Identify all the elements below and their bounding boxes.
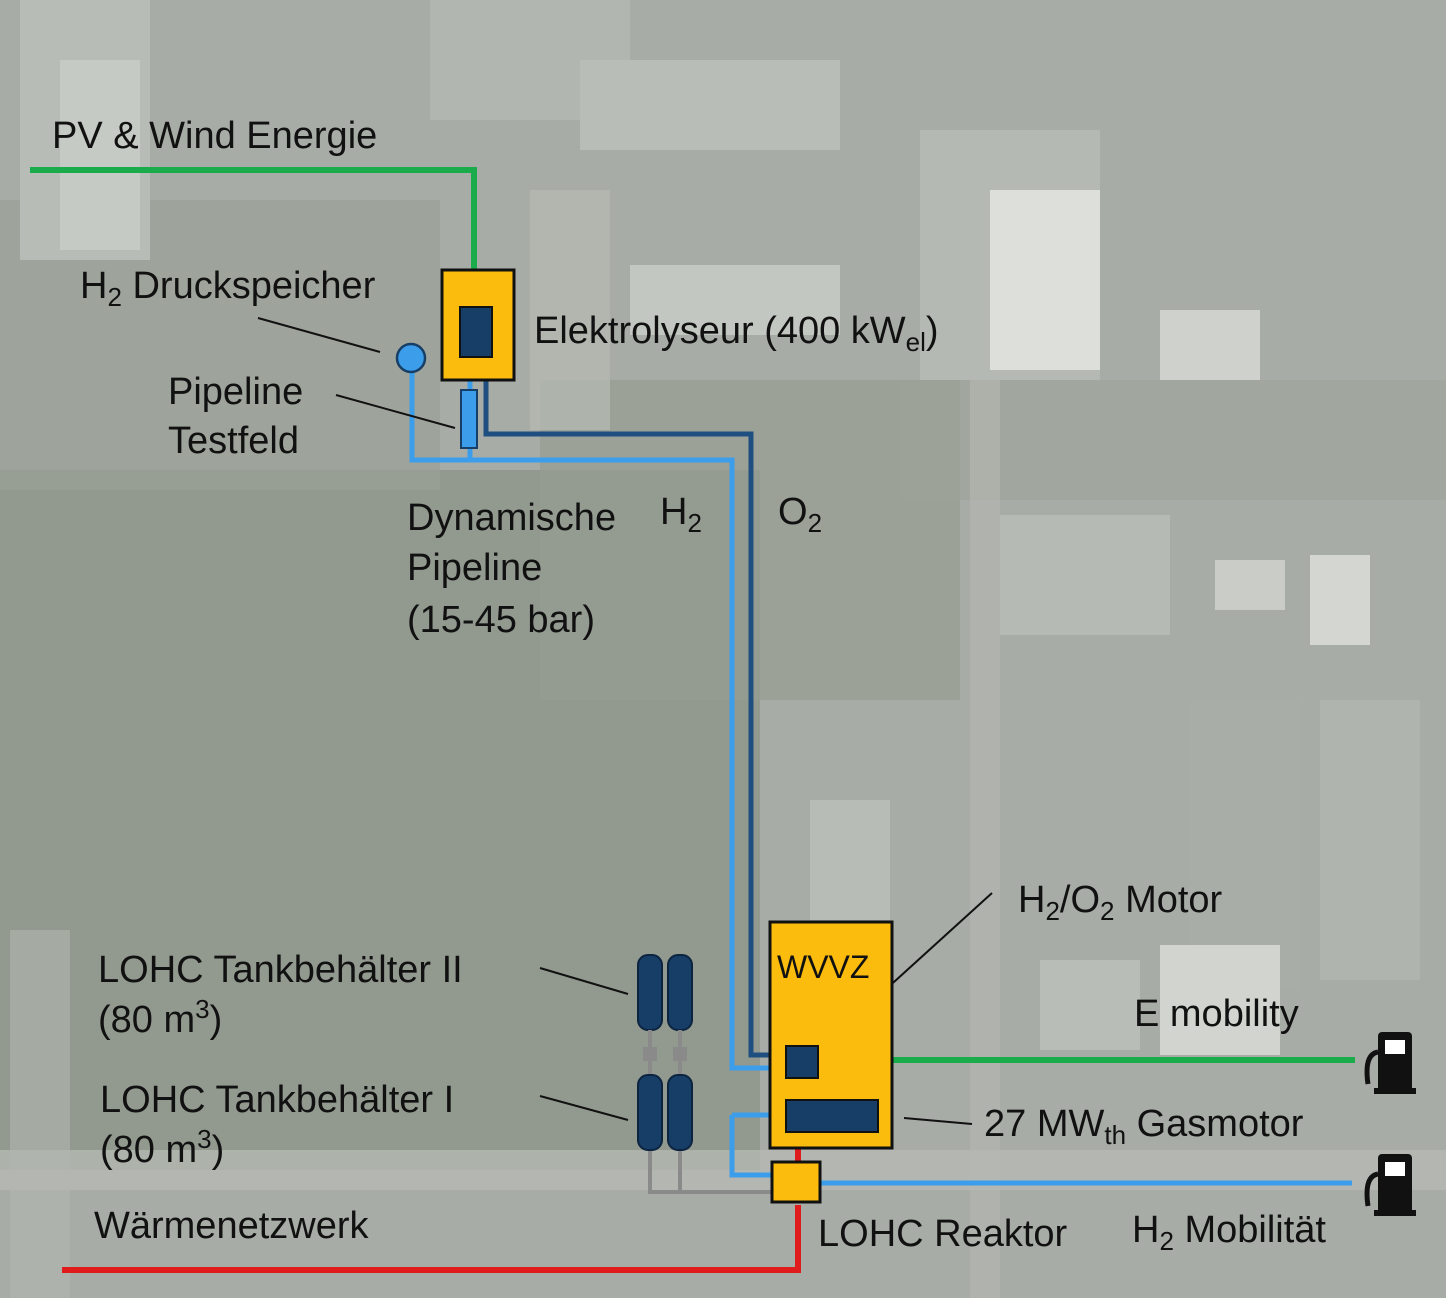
label-h2-line: H2 bbox=[660, 491, 702, 538]
h2-o2-motor-box bbox=[785, 1045, 819, 1079]
label-o2-line: O2 bbox=[778, 491, 822, 538]
label-h2-mobility: H2 Mobilität bbox=[1132, 1209, 1326, 1256]
label-electrolyzer: Elektrolyseur (400 kWel) bbox=[534, 310, 939, 357]
leader-h2-storage bbox=[257, 317, 381, 353]
wvvz-unit bbox=[768, 920, 894, 1150]
lohc-tank-2b bbox=[667, 954, 693, 1031]
lohc-tank-1b bbox=[667, 1074, 693, 1151]
label-e-mobility: E mobility bbox=[1134, 993, 1299, 1035]
h2-reactor-branch bbox=[729, 1115, 772, 1178]
label-dyn-pipeline-1: Dynamische bbox=[407, 497, 616, 539]
leader-lohc-tank-2 bbox=[539, 967, 629, 995]
label-dyn-pipeline-3: (15-45 bar) bbox=[407, 599, 595, 641]
heat-network-line bbox=[62, 1205, 801, 1273]
label-motor: H2/O2 Motor bbox=[1018, 879, 1223, 926]
label-wvvz: WVVZ bbox=[777, 949, 869, 985]
o2-line bbox=[483, 360, 788, 1058]
label-gas-engine: 27 MWth Gasmotor bbox=[984, 1103, 1304, 1150]
label-lohc-tank-2-line2: (80 m3) bbox=[98, 994, 222, 1041]
h2-storage-line bbox=[409, 372, 470, 463]
fuel-pump-icon bbox=[1364, 1154, 1416, 1216]
lohc-tank-1a bbox=[637, 1074, 663, 1151]
label-pv-wind: PV & Wind Energie bbox=[52, 115, 377, 157]
leader-gas-engine bbox=[903, 1117, 973, 1125]
label-h2-storage: H2 Druckspeicher bbox=[80, 265, 376, 312]
label-lohc-reactor: LOHC Reaktor bbox=[818, 1213, 1068, 1255]
label-lohc-tank-1-line1: LOHC Tankbehälter I bbox=[100, 1079, 454, 1121]
leader-lohc-tank-1 bbox=[539, 1095, 629, 1121]
lohc-tanks bbox=[637, 954, 693, 1151]
label-pipeline-testfield-2: Testfeld bbox=[168, 420, 299, 462]
label-heat-network: Wärmenetzwerk bbox=[94, 1205, 369, 1247]
pipeline-testfield bbox=[460, 389, 478, 449]
label-pipeline-testfield-1: Pipeline bbox=[168, 371, 303, 413]
leader-pipeline-testfield bbox=[335, 394, 456, 429]
electrolyzer-unit bbox=[440, 268, 516, 382]
label-lohc-tank-1-line2: (80 m3) bbox=[100, 1124, 224, 1171]
lohc-tank-2a bbox=[637, 954, 663, 1031]
fuel-pump-icon bbox=[1364, 1032, 1416, 1094]
lohc-reactor-box bbox=[770, 1160, 822, 1204]
gas-engine-box bbox=[785, 1099, 879, 1133]
h2-pressure-storage bbox=[395, 342, 427, 374]
label-dyn-pipeline-2: Pipeline bbox=[407, 547, 542, 589]
labels: PV & Wind Energie H2 Druckspeicher Elekt… bbox=[52, 115, 1326, 1256]
lohc-line bbox=[648, 1150, 772, 1194]
label-lohc-tank-2-line1: LOHC Tankbehälter II bbox=[98, 949, 463, 991]
electricity-line-pv bbox=[30, 167, 477, 310]
